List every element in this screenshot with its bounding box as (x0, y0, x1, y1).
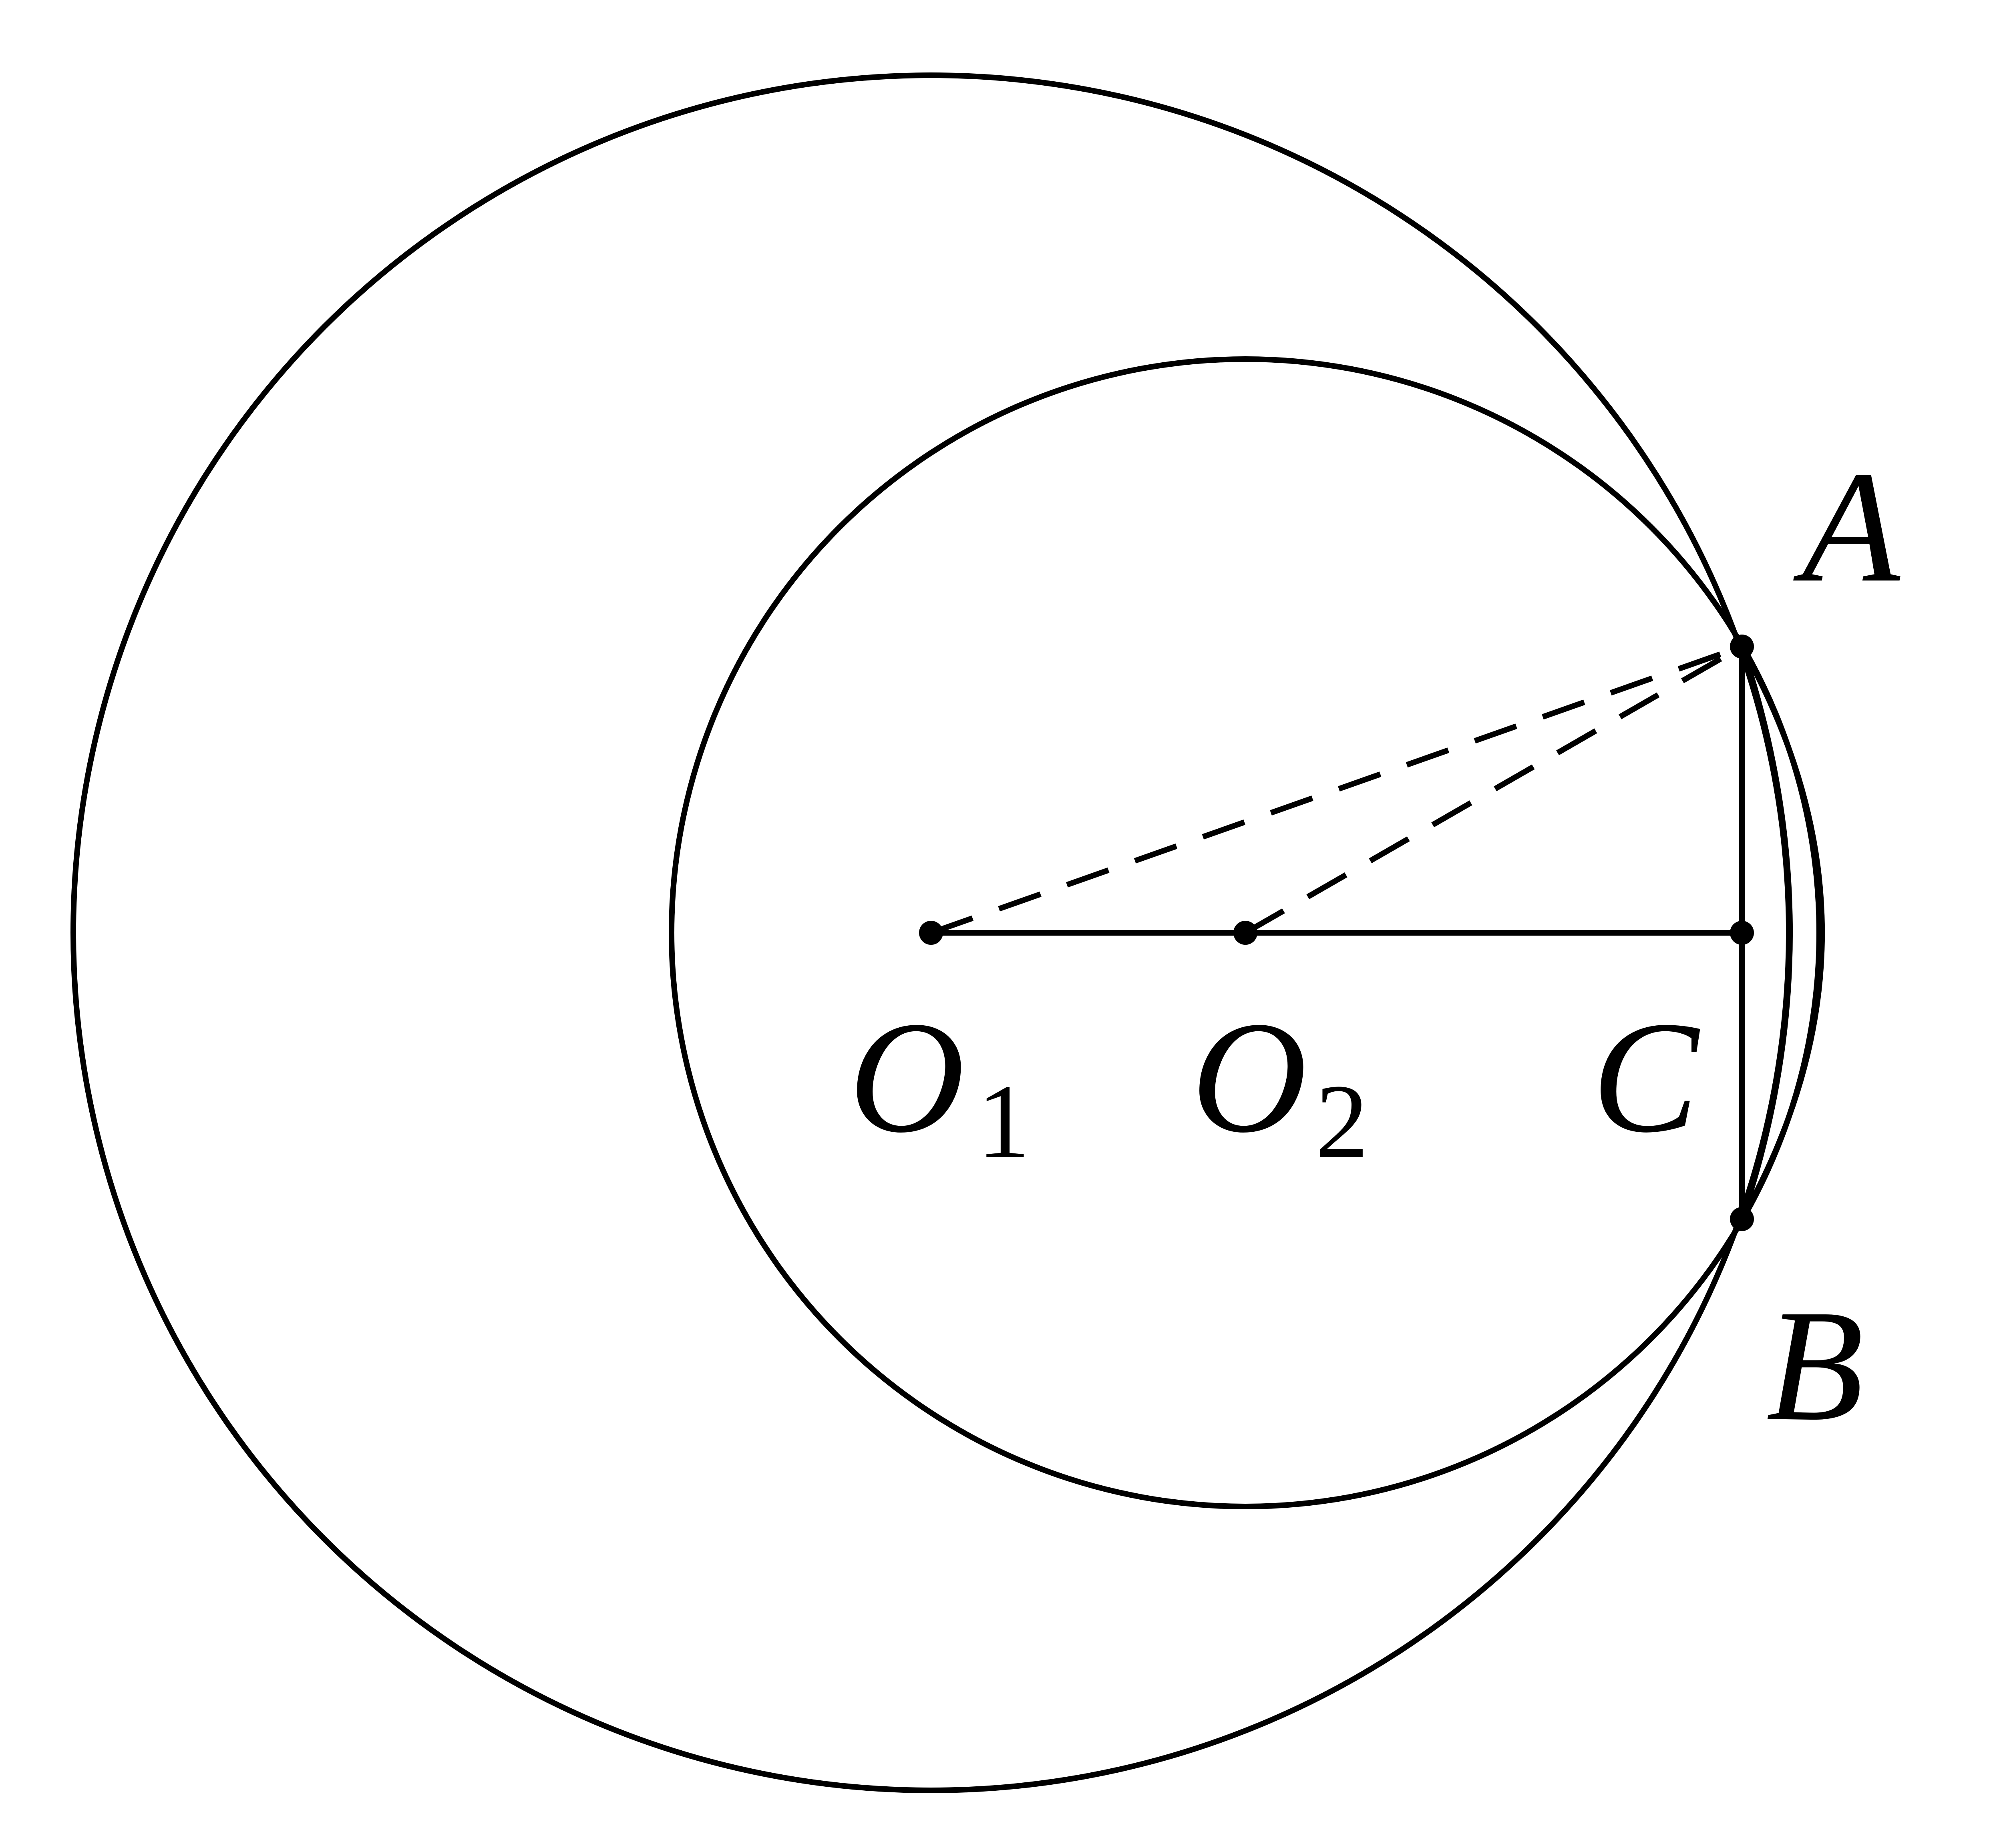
dashed-segment-o1-a (930, 644, 1743, 936)
label-o1-subscript: 1 (977, 1063, 1030, 1180)
point-o1 (919, 921, 943, 945)
point-c (1730, 921, 1754, 945)
arc-right-inner (1739, 645, 1793, 1220)
label-o2: O (1191, 988, 1307, 1166)
dashed-segment-o2-a (1244, 644, 1744, 936)
arc-right-outer (1739, 645, 1825, 1221)
label-o1: O (849, 988, 965, 1166)
label-b: B (1766, 1277, 1864, 1454)
label-a: A (1792, 438, 1902, 615)
point-a (1730, 635, 1754, 659)
point-o2 (1233, 921, 1257, 945)
point-b (1730, 1207, 1754, 1231)
label-o2-subscript: 2 (1315, 1063, 1369, 1180)
label-c: C (1592, 988, 1702, 1166)
